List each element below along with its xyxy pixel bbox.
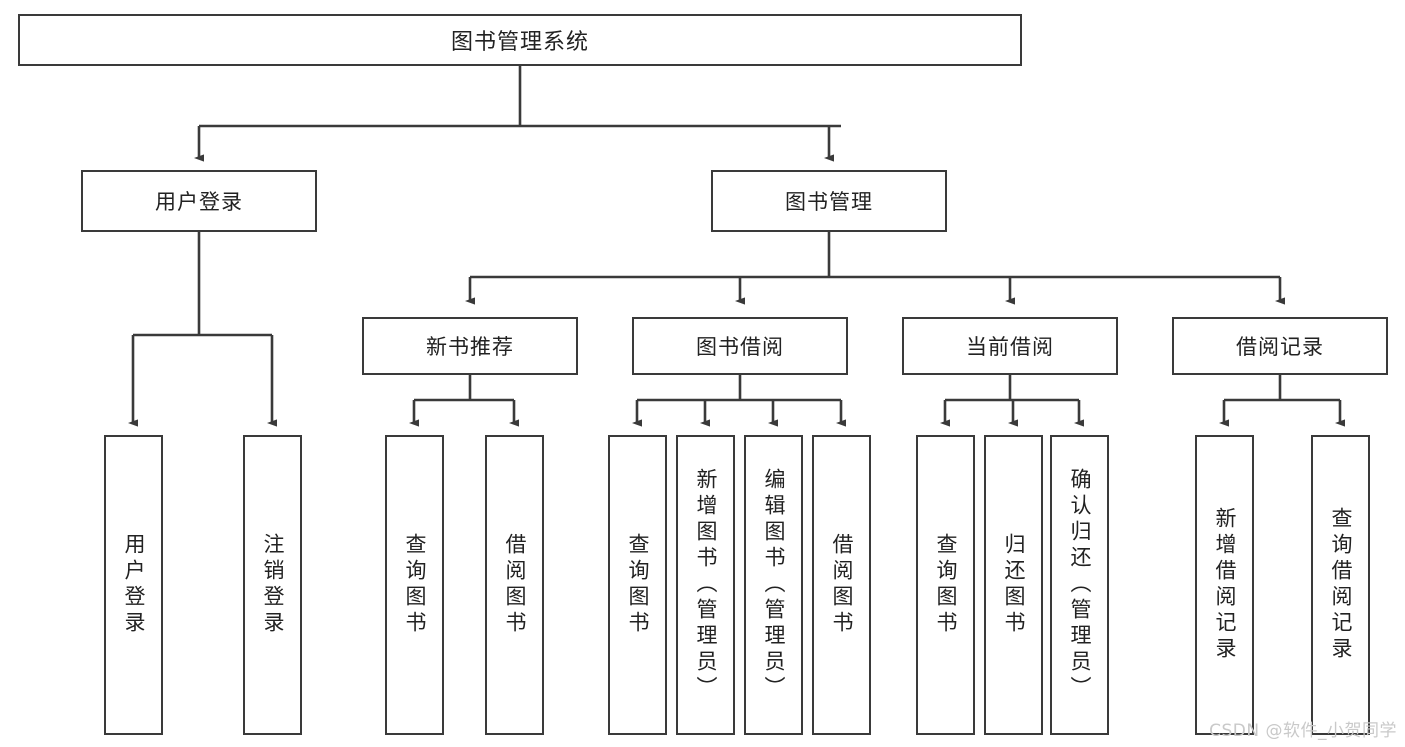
leaf-record-query-record[interactable]: 查询借阅记录 <box>1311 435 1370 735</box>
leaf-borrow-edit-book-admin[interactable]: 编辑图书（管理员） <box>744 435 803 735</box>
leaf-current-confirm-return-admin[interactable]: 确认归还（管理员） <box>1050 435 1109 735</box>
node-current-borrow[interactable]: 当前借阅 <box>902 317 1118 375</box>
node-book-management[interactable]: 图书管理 <box>711 170 947 232</box>
leaf-borrow-borrow-book[interactable]: 借阅图书 <box>812 435 871 735</box>
leaf-new-book-borrow[interactable]: 借阅图书 <box>485 435 544 735</box>
leaf-borrow-query-book[interactable]: 查询图书 <box>608 435 667 735</box>
node-label: 借阅图书 <box>830 533 854 637</box>
node-new-book-recommend[interactable]: 新书推荐 <box>362 317 578 375</box>
leaf-current-query-book[interactable]: 查询图书 <box>916 435 975 735</box>
node-label: 新增借阅记录 <box>1213 507 1237 663</box>
node-label: 图书借阅 <box>696 335 784 359</box>
leaf-record-add-record[interactable]: 新增借阅记录 <box>1195 435 1254 735</box>
node-label: 图书管理 <box>785 190 873 214</box>
node-book-borrow[interactable]: 图书借阅 <box>632 317 848 375</box>
node-borrow-record[interactable]: 借阅记录 <box>1172 317 1388 375</box>
leaf-borrow-add-book-admin[interactable]: 新增图书（管理员） <box>676 435 735 735</box>
leaf-user-login-login[interactable]: 用户登录 <box>104 435 163 735</box>
node-label: 用户登录 <box>155 190 243 214</box>
csdn-watermark: CSDN @软件_小贺同学 <box>1209 721 1397 741</box>
node-label: 查询图书 <box>403 533 427 637</box>
node-label: 借阅图书 <box>503 533 527 637</box>
node-label: 查询图书 <box>626 533 650 637</box>
node-label: 当前借阅 <box>966 335 1054 359</box>
node-user-login[interactable]: 用户登录 <box>81 170 317 232</box>
node-label: 注销登录 <box>261 533 285 637</box>
node-label: 图书管理系统 <box>450 30 589 55</box>
leaf-user-login-logout[interactable]: 注销登录 <box>243 435 302 735</box>
node-label: 编辑图书（管理员） <box>762 468 786 702</box>
node-label: 用户登录 <box>122 533 146 637</box>
node-label: 查询图书 <box>934 533 958 637</box>
node-label: 新书推荐 <box>426 335 514 359</box>
leaf-new-book-query[interactable]: 查询图书 <box>385 435 444 735</box>
node-label: 归还图书 <box>1002 533 1026 637</box>
leaf-current-return-book[interactable]: 归还图书 <box>984 435 1043 735</box>
node-label: 新增图书（管理员） <box>694 468 718 702</box>
node-label: 借阅记录 <box>1236 335 1324 359</box>
node-root-book-management-system[interactable]: 图书管理系统 <box>18 14 1022 66</box>
node-label: 确认归还（管理员） <box>1068 468 1092 702</box>
node-label: 查询借阅记录 <box>1329 507 1353 663</box>
